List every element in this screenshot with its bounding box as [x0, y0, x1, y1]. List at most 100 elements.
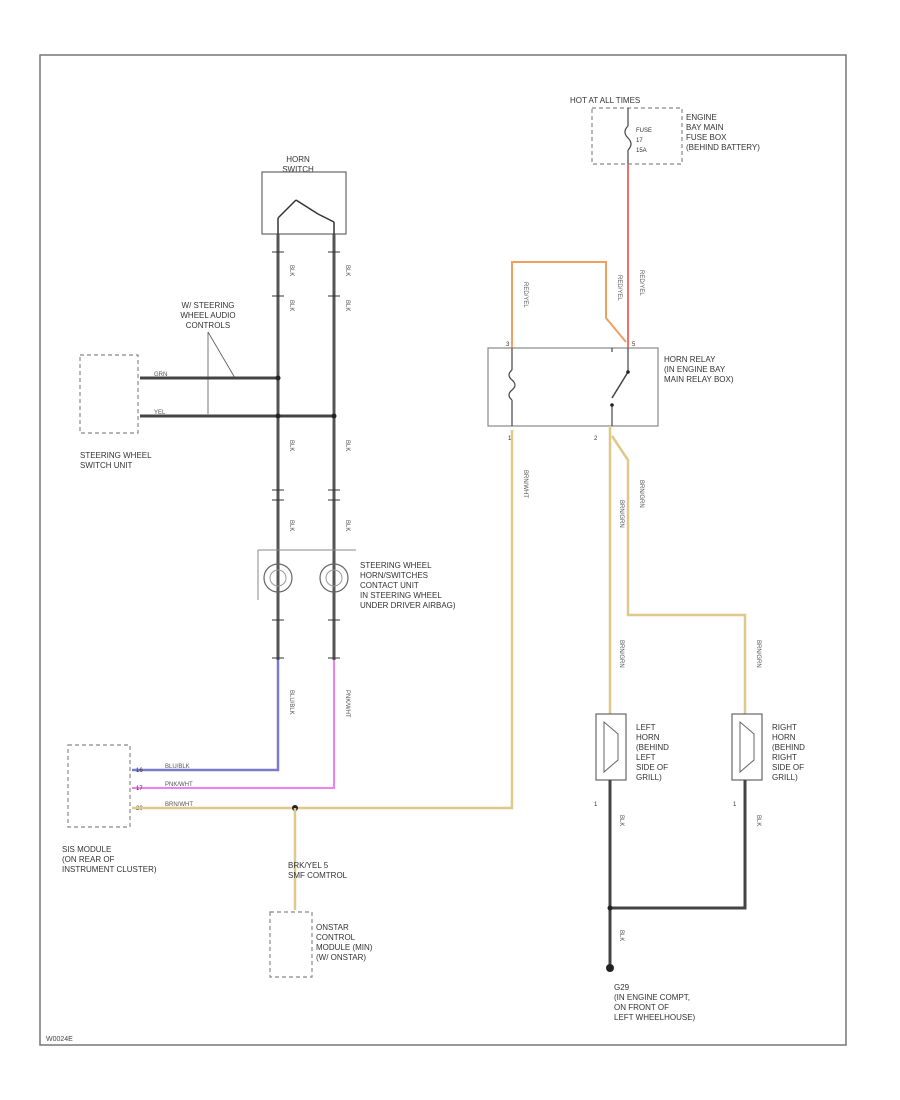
contact-unit-label-4: IN STEERING WHEEL — [360, 591, 442, 600]
wire-label-blu-blk-h: BLU/BLK — [165, 764, 190, 770]
splice-dot-3 — [331, 413, 337, 419]
wire-brn-grn-right-horn — [610, 435, 747, 714]
splice-dot-1 — [275, 375, 281, 381]
contact-unit-label-5: UNDER DRIVER AIRBAG) — [360, 601, 456, 610]
wire-blk-right-horn-ground — [610, 780, 747, 910]
onstar-label-1: ONSTAR — [316, 923, 349, 932]
wire-label-red-yel-3: RED/YEL — [616, 275, 622, 301]
wire-label-pnk-wht: PNK/WHT — [344, 690, 350, 718]
contact-unit-label-2: HORN/SWITCHES — [360, 571, 428, 580]
sis-module-label-1: SIS MODULE — [62, 845, 111, 854]
right-horn-label-3: (BEHIND — [772, 743, 805, 752]
diagram-frame — [39, 54, 847, 1046]
splice-label-2: SMF COMTROL — [288, 871, 348, 880]
sis-module-box — [67, 744, 131, 828]
right-horn — [731, 713, 763, 781]
fuse-label-3: 15A — [636, 148, 647, 154]
ground-g29-icon — [606, 964, 614, 972]
fuse-box-label-4: (BEHIND BATTERY) — [686, 143, 760, 152]
splice-dot-ground — [607, 905, 613, 911]
wire-label-yel: YEL — [154, 410, 166, 416]
horn-relay-label-2: (IN ENGINE BAY — [664, 365, 726, 374]
relay-pin-1: 1 — [508, 436, 512, 442]
horn-relay-switch — [610, 348, 630, 426]
wire-label-blk-1: BLK — [288, 265, 294, 276]
wire-label-red-yel-1: RED/YEL — [638, 270, 644, 296]
steering-switch-unit-label-1: STEERING WHEEL — [80, 451, 152, 460]
connector-marks-left — [272, 251, 284, 659]
horn-relay-coil — [508, 348, 516, 426]
connector-marks-right — [328, 251, 340, 659]
horn-relay-label-3: MAIN RELAY BOX) — [664, 375, 734, 384]
contact-unit — [257, 549, 356, 600]
fuse-box-label-1: ENGINE — [686, 113, 717, 122]
horn-switch-box — [261, 171, 347, 235]
relay-pin-5: 5 — [632, 342, 636, 348]
onstar-label-2: CONTROL — [316, 933, 356, 942]
steering-switch-unit-box — [79, 354, 139, 434]
splice-label-1: BRK/YEL 5 — [288, 861, 329, 870]
relay-pin-2: 2 — [594, 436, 598, 442]
contact-unit-label-3: CONTACT UNIT — [360, 581, 419, 590]
right-horn-label-5: SIDE OF — [772, 763, 804, 772]
audio-controls-label-1: W/ STEERING — [182, 301, 235, 310]
wire-label-blk-6: BLK — [344, 440, 350, 451]
horn-relay-box — [487, 347, 659, 427]
relay-pin-3: 3 — [506, 342, 510, 348]
wire-label-blk-horn-2: BLK — [755, 815, 761, 826]
wire-label-brn-grn-4: BRN/GRN — [755, 640, 761, 668]
wire-label-brn-grn-3: BRN/GRN — [618, 640, 624, 668]
right-horn-label-6: GRILL) — [772, 773, 798, 782]
left-horn — [595, 713, 627, 781]
left-horn-label-6: GRILL) — [636, 773, 662, 782]
wire-pnk-wht — [132, 660, 335, 789]
wire-label-blk-2: BLK — [344, 265, 350, 276]
wire-label-blk-8: BLK — [344, 520, 350, 531]
right-horn-pin-1: 1 — [733, 802, 737, 808]
wire-label-brn-grn-1: BRN/GRN — [618, 500, 624, 528]
wire-label-blk-horn-1: BLK — [618, 815, 624, 826]
wire-label-blk-4: BLK — [344, 300, 350, 311]
ground-label-2: (IN ENGINE COMPT, — [614, 993, 690, 1002]
wire-label-blk-horn-3: BLK — [618, 930, 624, 941]
wire-label-blk-5: BLK — [288, 440, 294, 451]
wire-label-red-yel-2: RED/YEL — [522, 282, 528, 308]
splice-dot-2 — [275, 413, 281, 419]
hot-at-all-times-label: HOT AT ALL TIMES — [570, 96, 640, 105]
ground-label-3: ON FRONT OF — [614, 1003, 669, 1012]
left-horn-label-1: LEFT — [636, 723, 656, 732]
wire-label-blk-7: BLK — [288, 520, 294, 531]
horn-switch-contact — [295, 199, 319, 215]
left-horn-label-3: (BEHIND — [636, 743, 669, 752]
wire-label-brn-wht-relay: BRN/WHT — [522, 470, 528, 498]
sis-module-label-3: INSTRUMENT CLUSTER) — [62, 865, 157, 874]
sis-pin-17: 17 — [136, 786, 143, 792]
right-horn-label-2: HORN — [772, 733, 796, 742]
audio-controls-label-3: CONTROLS — [186, 321, 230, 330]
wire-label-grn: GRN — [154, 372, 167, 378]
diagram-code: W0024E — [46, 1036, 73, 1043]
left-horn-pin-1: 1 — [594, 802, 598, 808]
horn-switch-label-2: SWITCH — [282, 165, 314, 174]
wire-label-brn-wht-h: BRN/WHT — [165, 802, 193, 808]
left-horn-label-5: SIDE OF — [636, 763, 668, 772]
sis-module-label-2: (ON REAR OF — [62, 855, 115, 864]
clockspring-right — [319, 563, 349, 593]
wire-label-pnk-wht-h: PNK/WHT — [165, 782, 193, 788]
steering-switch-unit-label-2: SWITCH UNIT — [80, 461, 133, 470]
horn-switch: HORN SWITCH — [261, 155, 347, 235]
left-horn-label-2: HORN — [636, 733, 660, 742]
wire-brn-wht-sis-relay — [132, 430, 514, 810]
wire-label-brn-grn-2: BRN/GRN — [638, 480, 644, 508]
sis-pin-16: 16 — [136, 768, 143, 774]
ground-label-4: LEFT WHEELHOUSE) — [614, 1013, 696, 1022]
wire-label-blk-3: BLK — [288, 300, 294, 311]
onstar-label-4: (W/ ONSTAR) — [316, 953, 366, 962]
fuse-label-2: 17 — [636, 138, 643, 144]
fuse-17 — [624, 108, 632, 164]
audio-controls-label-2: WHEEL AUDIO — [180, 311, 235, 320]
wire-blu-blk — [132, 660, 280, 772]
fuse-box-label-2: BAY MAIN — [686, 123, 724, 132]
wire-red-yel-jumper — [511, 261, 627, 348]
